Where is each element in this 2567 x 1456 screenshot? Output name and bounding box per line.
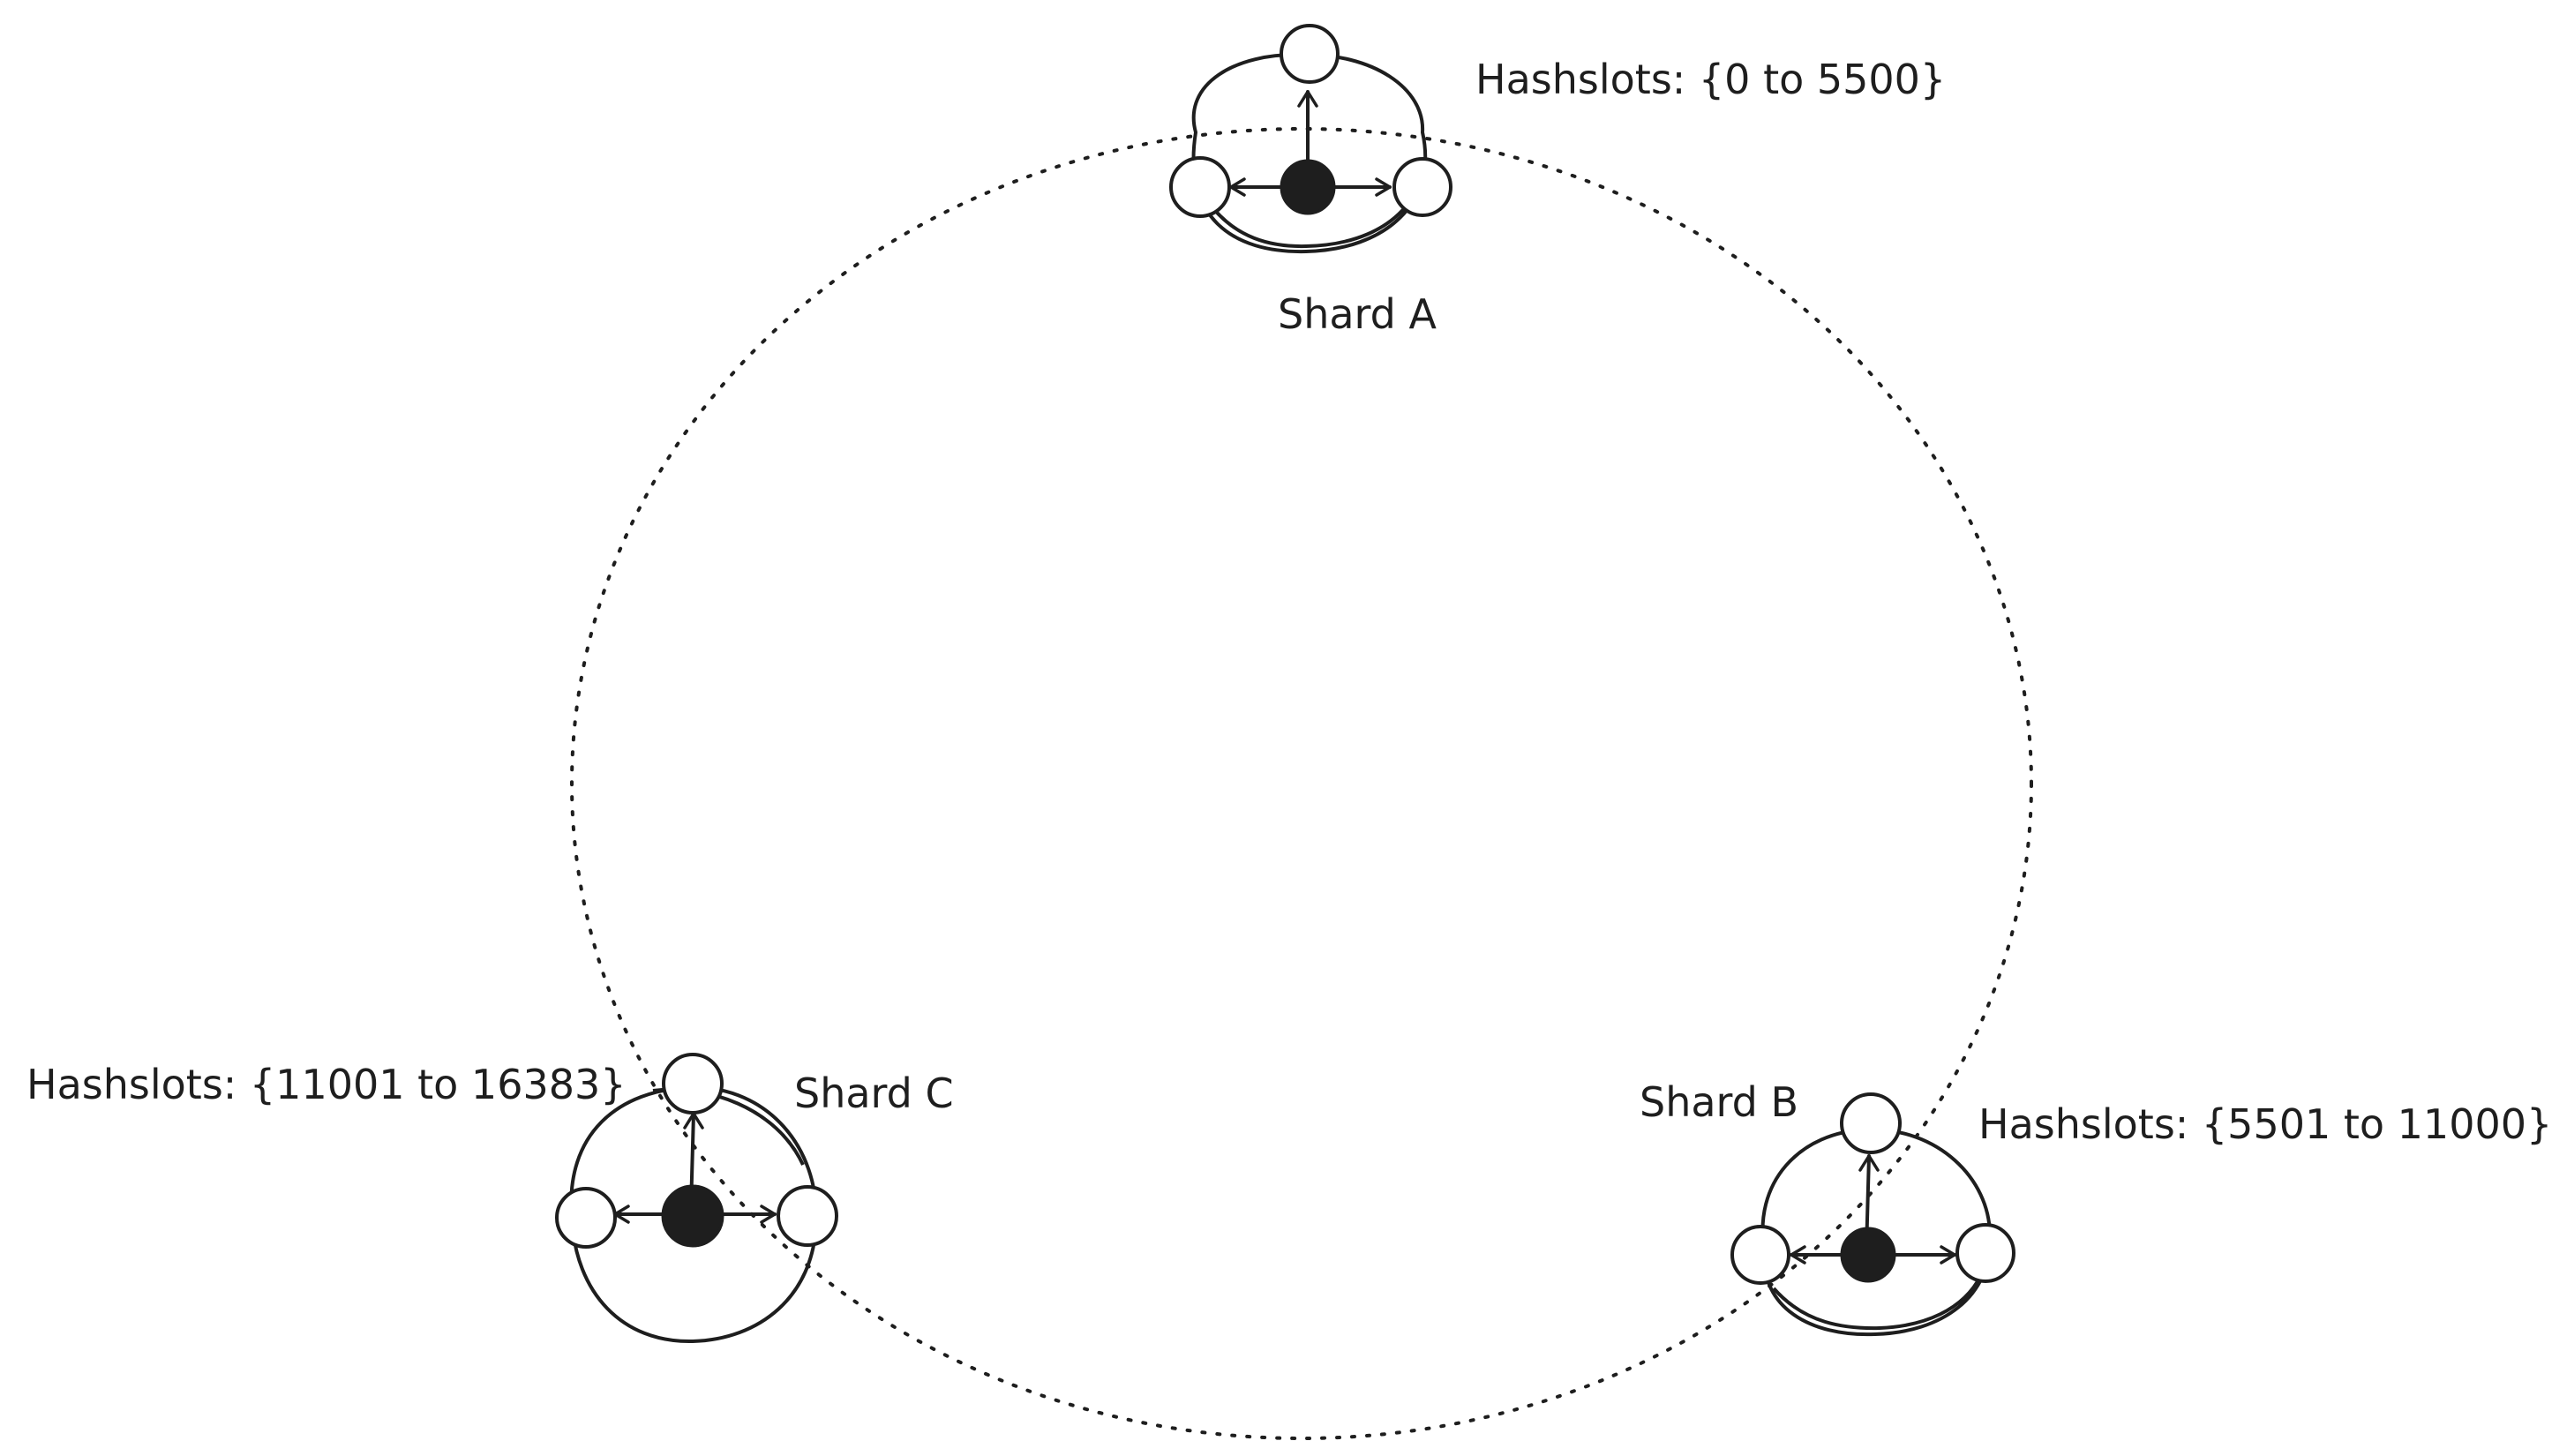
- shard-b-arrow-left: [1790, 1245, 1806, 1265]
- shard-a-arrow-right: [1375, 177, 1392, 197]
- shard-a-boundary: [1191, 52, 1428, 254]
- shard-a: Hashslots: {0 to 5500} Shard A: [1169, 24, 1946, 338]
- shard-b: Shard B Hashslots: {5501 to 11000}: [1640, 1078, 2552, 1337]
- shard-a-replica-left: [1169, 156, 1231, 218]
- shard-c-hashslots-label: Hashslots: {11001 to 16383}: [26, 1061, 627, 1108]
- shard-b-arrow-right: [1940, 1245, 1956, 1265]
- shard-b-arrow-up: [1858, 1154, 1880, 1172]
- shard-b-replica-right: [1955, 1223, 2015, 1283]
- shard-b-replica-left: [1730, 1225, 1790, 1285]
- shard-c: Hashslots: {11001 to 16383} Shard C: [26, 1053, 954, 1344]
- shard-a-hashslots-label: Hashslots: {0 to 5500}: [1475, 56, 1946, 103]
- shard-b-boundary-inner: [1772, 1274, 1983, 1331]
- shard-c-replica-left: [555, 1187, 617, 1249]
- shard-a-arrow-up: [1297, 90, 1318, 108]
- shard-a-boundary-inner: [1207, 197, 1414, 249]
- shard-c-replica-top: [662, 1053, 724, 1115]
- shard-b-hashslots-label: Hashslots: {5501 to 11000}: [1978, 1100, 2552, 1148]
- shard-c-replica-right: [777, 1185, 838, 1247]
- shard-c-name-label: Shard C: [794, 1069, 954, 1117]
- shard-a-replica-top: [1280, 24, 1340, 84]
- shard-b-replica-top: [1840, 1092, 1902, 1154]
- shard-c-primary-node: [661, 1184, 724, 1248]
- shard-a-name-label: Shard A: [1278, 290, 1437, 338]
- shard-a-primary-node: [1280, 159, 1336, 215]
- shard-c-arrow-right: [760, 1205, 777, 1224]
- shard-a-replica-right: [1392, 157, 1452, 217]
- shard-b-primary-node: [1840, 1227, 1896, 1283]
- cluster-ring: [570, 127, 2033, 1440]
- shard-b-name-label: Shard B: [1640, 1078, 1798, 1126]
